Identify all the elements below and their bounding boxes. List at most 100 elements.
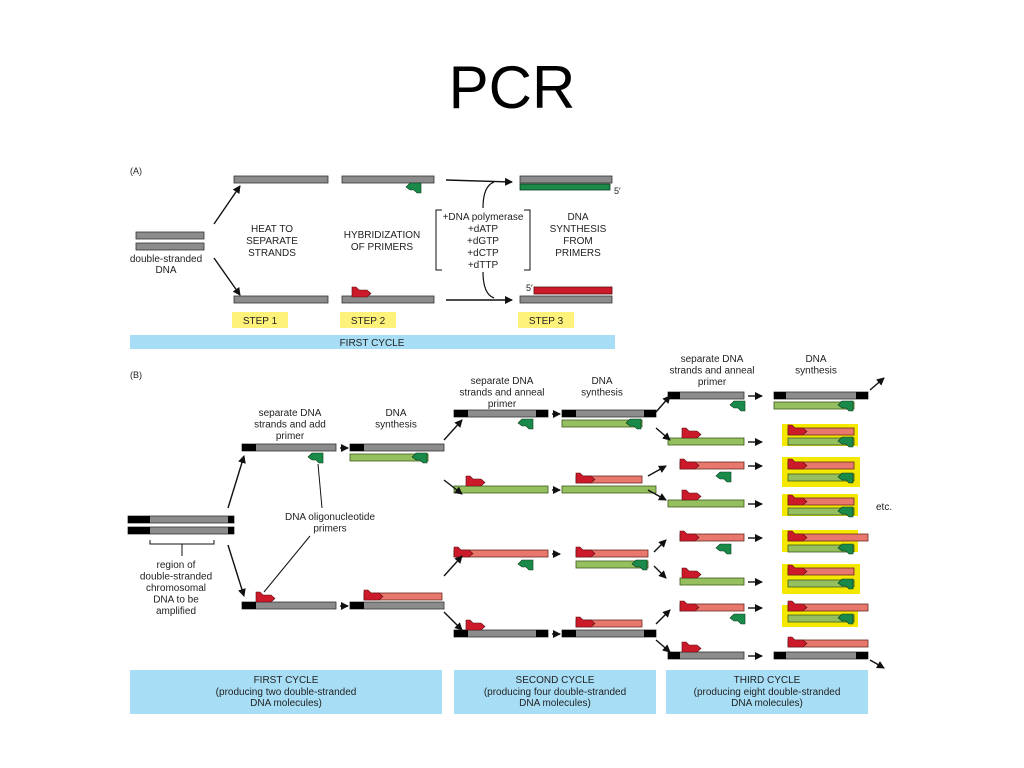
panel-b-c1-top-template	[241, 443, 337, 452]
panel-b-c3-s1-template-end-left	[454, 410, 468, 417]
panel-a-synthesis-label: FROM	[563, 236, 592, 247]
panel-a-strand-top-1	[233, 175, 329, 184]
panel-b-c6-p3-bottom	[787, 473, 855, 482]
panel-a-synthesis-label: SYNTHESIS	[550, 224, 607, 235]
panel-b-c1-top-primer	[307, 452, 324, 464]
panel-b-region-label: chromosomal	[146, 583, 206, 594]
panel-a-hybrid-label: OF PRIMERS	[351, 242, 414, 253]
panel-b-c4-s1-new	[561, 419, 643, 428]
panel-b-c6-p5-top-primer	[787, 530, 808, 542]
panel-a-step-2: STEP 2	[351, 316, 386, 327]
panel-a-dsdna-bottom	[135, 242, 205, 251]
panel-b-c5-s8-template-end-left	[668, 652, 680, 659]
panel-b-c5-s5-tip	[679, 530, 700, 542]
panel-b-c3-s1-primer	[517, 418, 534, 430]
panel-b-arrow-up	[227, 455, 246, 509]
panel-a-primer-bottom	[351, 286, 372, 298]
panel-a-synthesis-label: DNA	[567, 212, 588, 223]
panel-b-chromosome-top-end-right	[228, 516, 234, 523]
panel-b-c4-s3-new-primer	[631, 559, 648, 571]
panel-b-c3-s3-primer	[517, 559, 534, 571]
panel-b-c6-p1-template	[773, 391, 869, 400]
panel-b-chromosome-top-end-left	[128, 516, 150, 523]
panel-b-c3-s1-template-end-right	[536, 410, 548, 417]
panel-b-col3-label: primer	[488, 399, 517, 410]
panel-b-c5-s3-primer	[715, 471, 732, 483]
panel-b-cycle-bar-2	[454, 670, 656, 714]
panel-b-c1-bottom-template-end-left	[242, 602, 256, 609]
panel-b-cycle-detail-1: (producing two double-stranded	[216, 687, 357, 698]
panel-b-region-label: amplified	[156, 606, 196, 617]
panel-a-step-1: STEP 1	[243, 316, 278, 327]
panel-b-c4-arrow-3	[647, 465, 667, 477]
panel-b-cycle-detail-3: (producing eight double-stranded	[694, 687, 841, 698]
panel-b-region-label: double-stranded	[140, 572, 212, 583]
panel-b-arrow-down	[227, 544, 246, 597]
panel-b-c5-s4-primer	[681, 489, 702, 501]
panel-b-c6-p8-template-end-left	[774, 652, 786, 659]
panel-b-col1-label: strands and add	[254, 420, 326, 431]
panel-b-col6-label: DNA	[805, 354, 826, 365]
panel-a-strand-top-2	[341, 175, 435, 184]
panel-b-col5-label: strands and anneal	[669, 366, 754, 377]
panel-b-c1-top-template-end-left	[242, 444, 256, 451]
panel-b-c6-p4-top-primer	[787, 494, 808, 506]
panel-b-c3-s4-primer	[465, 619, 486, 631]
panel-b-c4-s2-strand	[561, 485, 657, 494]
panel-b-c3-s2-strand	[453, 485, 549, 494]
panel-b-primers-pointer-down	[263, 535, 311, 593]
panel-b-c6-p6-bottom	[787, 579, 855, 588]
panel-b-col2-label: synthesis	[375, 420, 417, 431]
panel-b-col6-label: synthesis	[795, 366, 837, 377]
panel-a-arrow-up	[213, 185, 241, 225]
panel-a-reagents: +dATP	[468, 224, 498, 235]
panel-b-c6-p1-new	[773, 401, 855, 410]
panel-a-dsdna-label: double-stranded	[130, 254, 202, 265]
panel-a-reagents: +dGTP	[467, 236, 499, 247]
panel-a-dsdna-label: DNA	[155, 265, 176, 276]
panel-b-c3-s4-template-end-left	[454, 630, 468, 637]
panel-b-col5-label: separate DNA	[681, 354, 744, 365]
panel-b-c2-top-new-primer	[411, 452, 428, 464]
panel-b-c5-s1-primer	[729, 400, 746, 412]
panel-b-c5-s5-primer	[715, 543, 732, 555]
panel-b-c6-p5-bottom-primer	[837, 543, 854, 555]
panel-a-reagents: +DNA polymerase	[443, 212, 524, 223]
panel-b-c2-arrow-4	[443, 611, 463, 631]
panel-a-five-prime-top: 5′	[614, 186, 621, 196]
panel-a-strand-bottom-2	[341, 295, 435, 304]
panel-b-c5-s6-strand	[679, 577, 745, 586]
panel-b-c6-arrow-top	[869, 377, 885, 391]
panel-b-c6-p5-bottom	[787, 544, 855, 553]
panel-a-dsdna-top	[135, 231, 205, 240]
panel-b-c6-p8-top-primer	[787, 636, 808, 648]
panel-b-c4-arrow-2	[655, 427, 671, 441]
panel-b-cycle-detail-3: DNA molecules)	[731, 698, 803, 709]
panel-b-c6-p2-top-primer	[787, 424, 808, 436]
panel-a-reagents: +dCTP	[467, 248, 499, 259]
panel-b-c2-bottom-template-end-left	[350, 602, 364, 609]
panel-b-c5-s6-primer	[681, 567, 702, 579]
panel-b-c3-s4-template-end-right	[536, 630, 548, 637]
panel-a-five-prime-bottom: 5′	[526, 283, 533, 293]
panel-b-c4-s4-template	[561, 629, 657, 638]
panel-b-chromosome-bottom-end-left	[128, 527, 150, 534]
panel-b-c4-arrow-4	[647, 489, 667, 501]
panel-b-c3-s4-template	[453, 629, 549, 638]
panel-b-c2-bottom-template	[349, 601, 445, 610]
panel-b-region-label: region of	[157, 560, 196, 571]
panel-a-heat-label: HEAT TO	[251, 224, 293, 235]
panel-b-c6-p2-bottom-primer	[837, 436, 854, 448]
panel-b-c6-p7-bottom-primer	[837, 613, 854, 625]
panel-b-primers-pointer-up	[317, 463, 323, 509]
panel-b-cycle-name-3: THIRD CYCLE	[734, 675, 801, 686]
panel-a-product-top-new	[519, 183, 611, 191]
panel-b-c2-top-new	[349, 453, 429, 462]
panel-a-synthesis-label: PRIMERS	[555, 248, 601, 259]
panel-a-product-bottom-template	[519, 295, 613, 304]
panel-b-cycle-detail-2: (producing four double-stranded	[484, 687, 626, 698]
panel-b-c2-arrow-2	[443, 479, 463, 495]
panel-b-c2-top-template	[349, 443, 445, 452]
panel-b-c4-s3-new	[575, 560, 649, 569]
